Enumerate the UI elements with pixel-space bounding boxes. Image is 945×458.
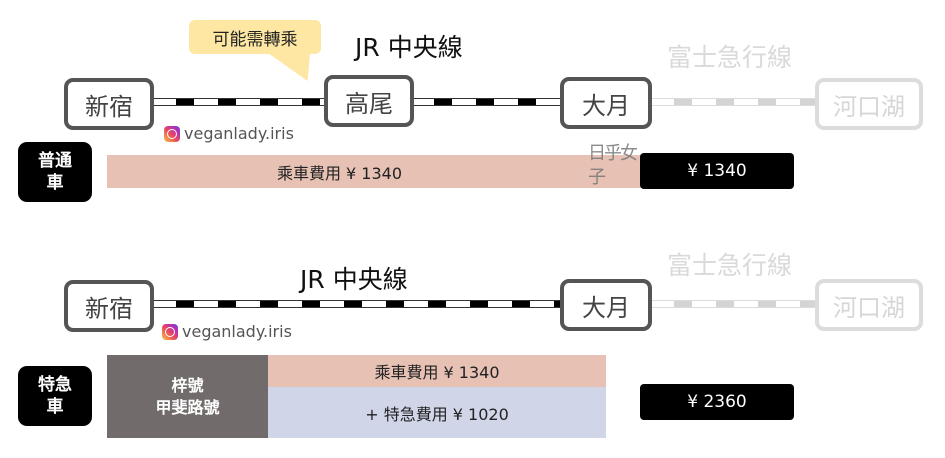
fare-label: 乘車費用 ¥ 1340 [374, 363, 500, 382]
station-name: 新宿 [85, 92, 133, 121]
total-fare-local: ¥ 1340 [640, 153, 794, 189]
badge-line2: 車 [46, 173, 64, 193]
station-kawaguchiko: 河口湖 [815, 279, 923, 331]
logo-watermark-text: 日乎女子 [588, 143, 638, 188]
station-takao: 高尾 [324, 75, 414, 127]
local-train-badge: 普通 車 [18, 142, 92, 202]
track-shinjuku-otsuki [152, 300, 563, 308]
train-name-bar: 梓號 甲斐路號 [107, 355, 268, 438]
jr-chuo-line-label: JR 中央線 [355, 33, 463, 62]
fare-label: 乘車費用 ¥ 1340 [276, 163, 403, 183]
fujikyu-line-label: 富士急行線 [667, 43, 793, 72]
station-name: 大月 [582, 293, 630, 322]
instagram-icon [164, 125, 180, 142]
track-takao-otsuki [410, 98, 563, 106]
badge-line1: 特急 [38, 375, 72, 395]
instagram-watermark: veganlady.iris [162, 322, 292, 341]
track-shinjuku-takao [152, 98, 327, 106]
station-name: 大月 [582, 91, 630, 120]
instagram-icon [162, 323, 178, 340]
fare-bar: 乘車費用 ¥ 1340 [107, 155, 642, 188]
transfer-note-bubble: 可能需轉乘 [189, 20, 321, 54]
instagram-watermark: veganlady.iris [164, 124, 294, 143]
station-otsuki: 大月 [560, 77, 652, 129]
station-kawaguchiko: 河口湖 [815, 78, 923, 130]
train-name-azusa: 梓號 [171, 375, 204, 395]
total-fare-express: ¥ 2360 [640, 384, 794, 420]
track-otsuki-kawaguchiko [650, 300, 818, 308]
bubble-tail [268, 53, 330, 81]
express-surcharge-bar: + 特急費用 ¥ 1020 [268, 387, 606, 438]
fare-bar: 乘車費用 ¥ 1340 [268, 355, 606, 387]
instagram-handle: veganlady.iris [184, 124, 294, 143]
limited-express-badge: 特急 車 [18, 366, 92, 426]
badge-line2: 車 [46, 397, 64, 417]
transfer-note-text: 可能需轉乘 [212, 29, 298, 50]
station-shinjuku: 新宿 [64, 280, 154, 332]
station-otsuki: 大月 [560, 279, 652, 331]
track-otsuki-kawaguchiko [650, 98, 818, 106]
station-name: 河口湖 [833, 92, 905, 121]
instagram-handle: veganlady.iris [182, 322, 292, 341]
total-fare-text: ¥ 1340 [687, 161, 747, 181]
station-shinjuku: 新宿 [64, 78, 154, 130]
fujikyu-line-label: 富士急行線 [667, 251, 793, 280]
jr-chuo-line-label: JR 中央線 [300, 265, 408, 294]
badge-line1: 普通 [38, 151, 72, 171]
train-name-kaiji: 甲斐路號 [155, 397, 220, 417]
station-name: 高尾 [345, 89, 393, 118]
total-fare-text: ¥ 2360 [687, 392, 747, 412]
logo-watermark: 日乎女子 [588, 142, 638, 190]
station-name: 新宿 [85, 294, 133, 323]
express-surcharge-label: + 特急費用 ¥ 1020 [365, 404, 509, 424]
station-name: 河口湖 [833, 293, 905, 322]
